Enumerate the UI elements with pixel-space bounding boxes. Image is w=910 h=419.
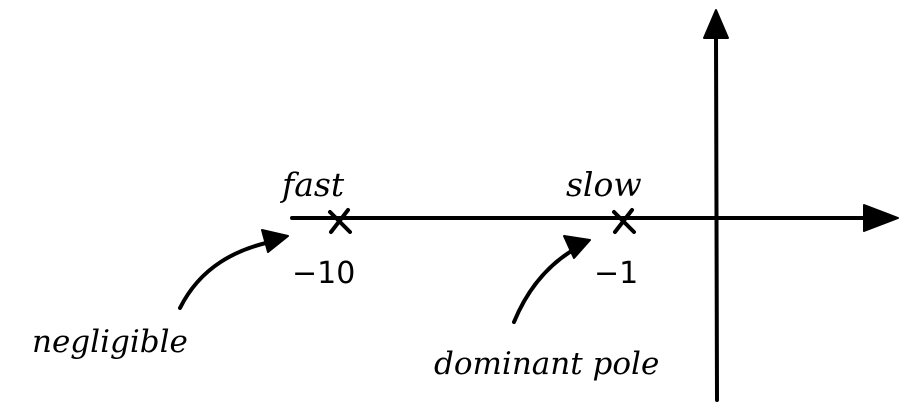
dominant-pointer-arrow <box>512 235 591 324</box>
pole-fast-value: −10 <box>292 256 355 291</box>
negligible-arrowhead-icon <box>261 229 289 253</box>
pole-fast-marker-icon <box>328 208 352 234</box>
dominant-pole-annotation: dominant pole <box>434 346 659 382</box>
pole-slow-label: slow <box>566 165 642 204</box>
negligible-pointer-arrow <box>178 229 289 310</box>
pole-slow-value: −1 <box>594 256 638 291</box>
negligible-annotation: negligible <box>32 324 188 360</box>
imaginary-axis-line <box>714 34 719 402</box>
imaginary-axis <box>703 9 729 402</box>
real-axis-arrowhead-icon <box>863 204 899 232</box>
pole-slow-marker-icon <box>612 208 636 234</box>
real-axis <box>290 204 899 232</box>
dominant-arrowhead-icon <box>563 235 591 259</box>
pole-fast-label: fast <box>279 165 345 204</box>
imaginary-axis-arrowhead-icon <box>703 9 729 39</box>
